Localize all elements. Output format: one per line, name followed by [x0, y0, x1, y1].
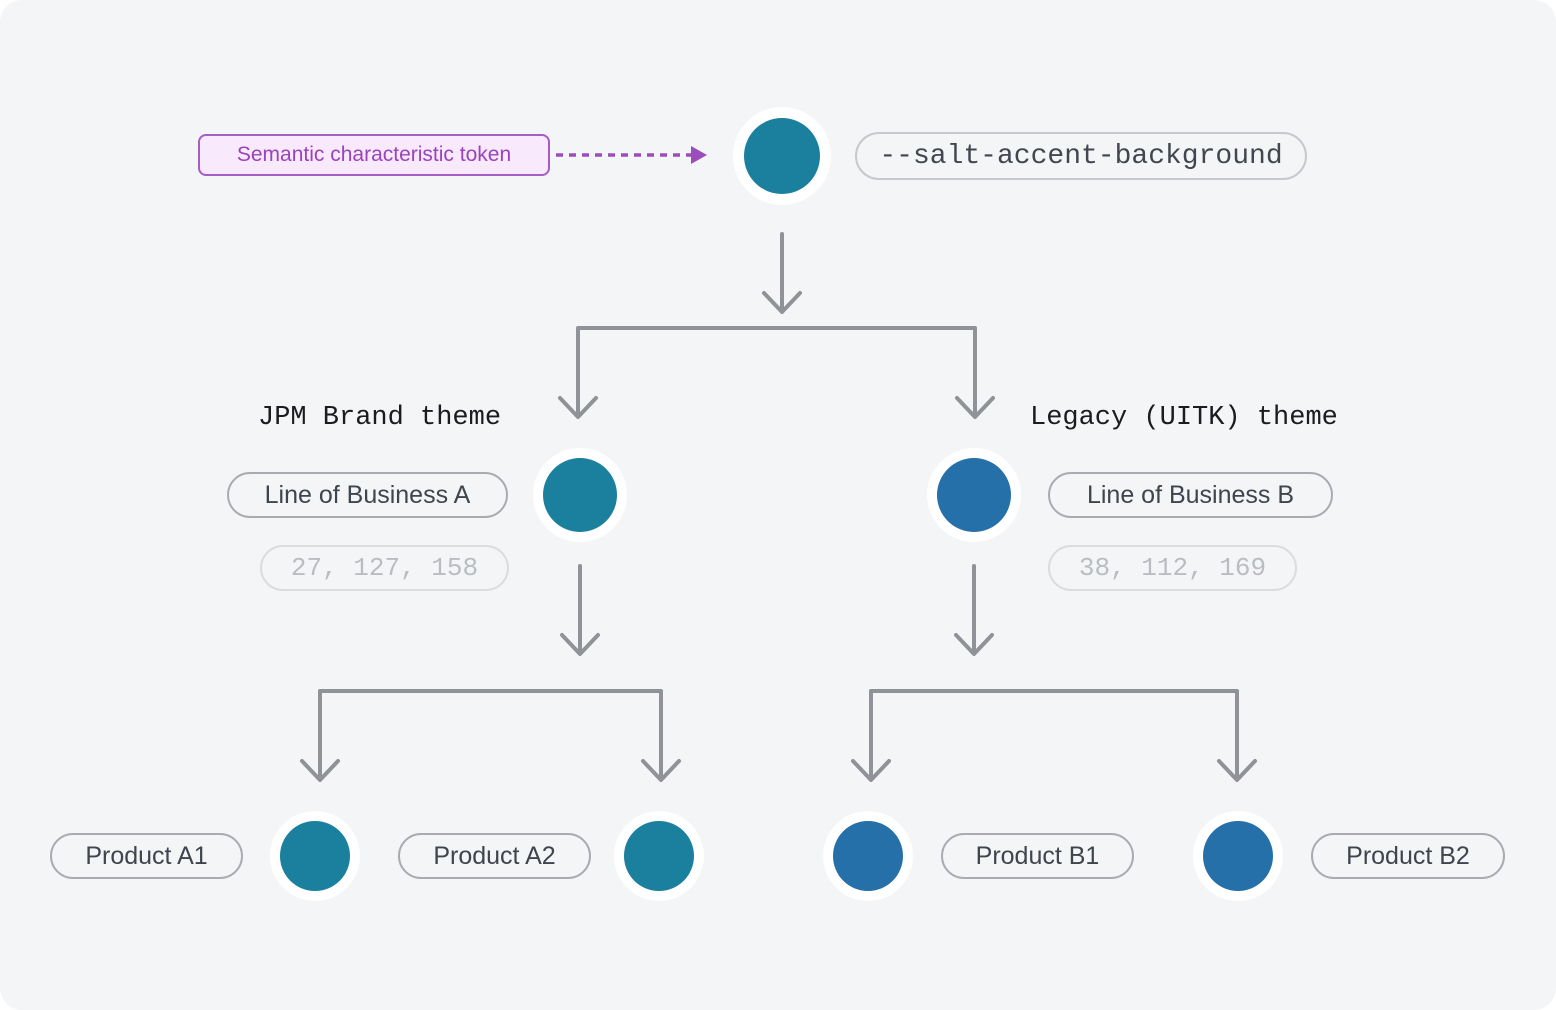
- arrow-root-down-head: [762, 291, 802, 314]
- product-a1-node-circle: [270, 811, 360, 901]
- annotation-label: Semantic characteristic token: [198, 134, 550, 176]
- arrow-b1-head: [851, 759, 891, 782]
- arrow-a2-head: [641, 759, 681, 782]
- product-a2-color-swatch: [624, 821, 694, 891]
- arrow-split-right-head: [955, 396, 995, 419]
- product-b2-node-circle: [1193, 811, 1283, 901]
- arrow-branch-a-split: [318, 689, 663, 777]
- arrow-branch-b-down-head: [954, 633, 994, 656]
- branch-a-rgb-pill: 27, 127, 158: [260, 545, 509, 591]
- branch-b-node-circle: [927, 448, 1021, 542]
- tree-arrows: [300, 232, 1257, 782]
- arrow-branch-b-split: [869, 689, 1239, 777]
- arrow-b2-head: [1217, 759, 1257, 782]
- arrow-split-left-head: [558, 396, 598, 419]
- branch-a-node-circle: [533, 448, 627, 542]
- product-b1-node-circle: [823, 811, 913, 901]
- product-a1-color-swatch: [280, 821, 350, 891]
- arrow-root-split: [576, 326, 977, 414]
- product-b2-color-swatch: [1203, 821, 1273, 891]
- branch-b-rgb-pill: 38, 112, 169: [1048, 545, 1297, 591]
- product-a1-pill: Product A1: [50, 833, 243, 879]
- theme-b-label: Legacy (UITK) theme: [1030, 403, 1338, 433]
- product-b1-color-swatch: [833, 821, 903, 891]
- product-a2-node-circle: [614, 811, 704, 901]
- line-of-business-a-pill: Line of Business A: [227, 472, 508, 518]
- product-b2-pill: Product B2: [1311, 833, 1505, 879]
- root-token-pill: --salt-accent-background: [855, 132, 1307, 180]
- theme-a-label: JPM Brand theme: [258, 403, 502, 433]
- branch-b-color-swatch: [937, 458, 1011, 532]
- line-of-business-b-pill: Line of Business B: [1048, 472, 1333, 518]
- product-b1-pill: Product B1: [941, 833, 1134, 879]
- arrow-branch-a-down-head: [560, 633, 600, 656]
- root-node-circle: [733, 107, 831, 205]
- product-a2-pill: Product A2: [398, 833, 591, 879]
- arrow-a1-head: [300, 759, 340, 782]
- annotation-arrowhead: [691, 146, 707, 164]
- root-node-color-swatch: [744, 118, 820, 194]
- branch-a-color-swatch: [543, 458, 617, 532]
